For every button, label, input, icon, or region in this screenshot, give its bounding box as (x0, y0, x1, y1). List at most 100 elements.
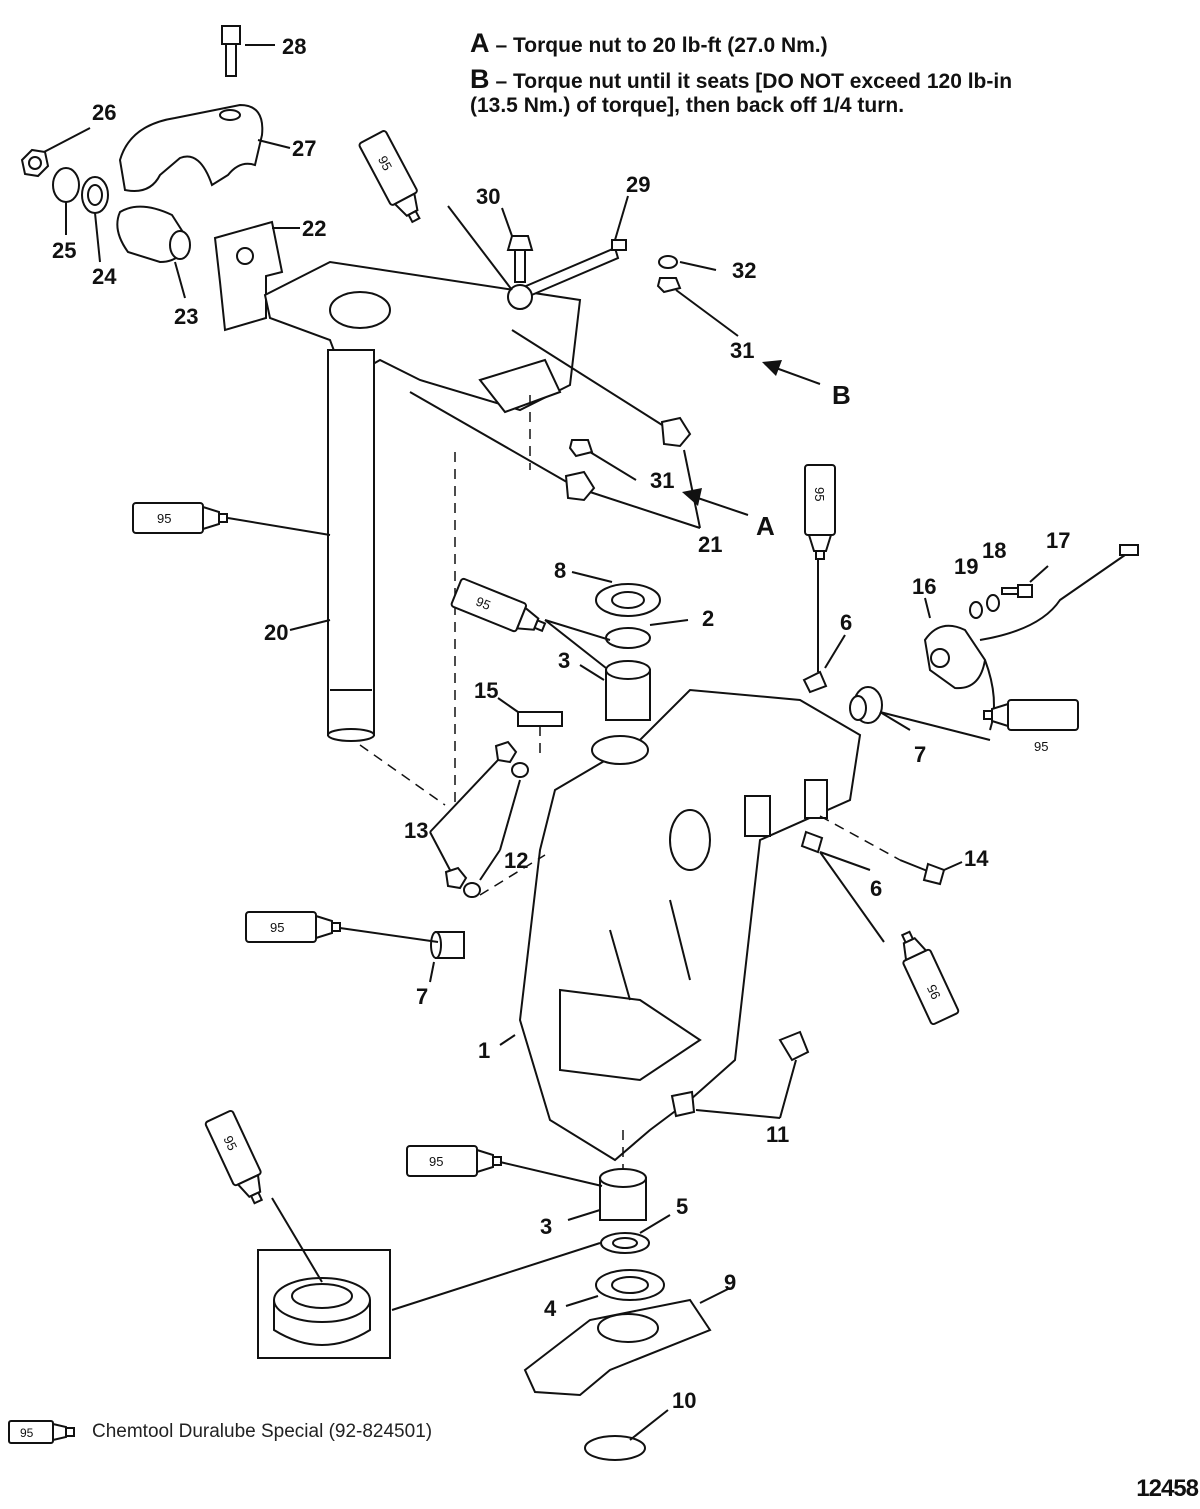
ref-b: B (832, 380, 851, 410)
part-14-bolt (819, 815, 963, 886)
figure-number: 12458 (1136, 1475, 1199, 1502)
part-15-key (497, 697, 563, 760)
callout-22: 22 (302, 216, 326, 241)
callout-7-left: 7 (416, 984, 428, 1009)
callout-14: 14 (964, 846, 989, 871)
note-b-line2: (13.5 Nm.) of torque], then back off 1/4… (470, 94, 905, 117)
part-20-shaft (289, 349, 446, 806)
grease-tube-right (983, 699, 1079, 731)
svg-text:95: 95 (375, 153, 395, 173)
svg-text:95: 95 (270, 920, 284, 935)
callout-23: 23 (174, 304, 198, 329)
note-b-cont: (13.5 Nm.) of torque], then back off 1/4… (470, 94, 904, 118)
callout-4: 4 (544, 1296, 557, 1321)
callout-29: 29 (626, 172, 650, 197)
part-24-washer (81, 176, 109, 263)
seal-detail-inset (257, 1242, 601, 1359)
grease-tube-bushing: 95 (449, 577, 551, 643)
callout-12: 12 (504, 848, 528, 873)
part-3-bushing-bottom (567, 1130, 647, 1221)
leader-tube-top (447, 205, 513, 291)
grease-tube-shaft: 95 (132, 502, 228, 534)
callout-16: 16 (912, 574, 936, 599)
svg-text:95: 95 (157, 511, 171, 526)
tube-right-label: 95 (1034, 739, 1048, 754)
note-b-line1: – Torque nut until it seats [DO NOT exce… (495, 70, 1013, 93)
leader-tube-shaft (227, 517, 331, 536)
svg-text:95: 95 (429, 1154, 443, 1169)
callout-2: 2 (702, 606, 714, 631)
svg-text:95: 95 (474, 594, 493, 613)
grease-tube-inset: 95 (203, 1109, 273, 1209)
callout-10: 10 (672, 1388, 696, 1413)
part-19-washer (969, 601, 983, 619)
callout-21: 21 (698, 532, 722, 557)
callout-28: 28 (282, 34, 306, 59)
part-17-screw (1001, 565, 1049, 598)
note-a-text: – Torque nut to 20 lb-ft (27.0 Nm.) (495, 34, 828, 57)
callout-18: 18 (982, 538, 1006, 563)
callout-26: 26 (92, 100, 116, 125)
part-21-bolts (409, 329, 701, 805)
part-7-bushing-left (429, 931, 465, 983)
callout-27: 27 (292, 136, 316, 161)
callout-30: 30 (476, 184, 500, 209)
leader-tube-bottom (499, 1161, 603, 1187)
leader-tube-left (339, 927, 439, 943)
callout-9: 9 (724, 1270, 736, 1295)
part-23-mount (116, 205, 191, 299)
svg-text:95: 95 (924, 982, 944, 1001)
note-b: B– Torque nut until it seats [DO NOT exc… (470, 64, 1012, 95)
leader-tube-bushing-2 (544, 619, 607, 669)
leader-tube-inset (271, 1197, 323, 1283)
callout-32: 32 (732, 258, 756, 283)
part-30-bolt (501, 207, 534, 283)
part-9-arm (523, 1287, 731, 1397)
grease-tube-bottom: 95 (406, 1145, 502, 1177)
part-7-bushing-right (849, 686, 991, 741)
part-31-nut-a (568, 439, 749, 516)
grease-tube-side: 95 (891, 926, 961, 1026)
callout-8: 8 (554, 558, 566, 583)
note-a-key: A (470, 28, 490, 58)
part-27-clamp (118, 103, 291, 192)
legend-tube-label: 95 (20, 1426, 34, 1440)
part-13-nuts (429, 740, 518, 890)
part-2-ring (605, 619, 689, 649)
part-16-switch (923, 544, 1139, 731)
svg-text:95: 95 (220, 1133, 240, 1152)
part-5-ring (600, 1214, 671, 1254)
callout-6-side: 6 (870, 876, 882, 901)
callout-3-top: 3 (558, 648, 570, 673)
legend-text: Chemtool Duralube Special (92-824501) (92, 1421, 433, 1442)
part-31-nut-b (656, 277, 821, 385)
part-6-fitting-top (802, 560, 846, 694)
callout-11: 11 (766, 1122, 789, 1147)
callout-25: 25 (52, 238, 76, 263)
callout-20: 20 (264, 620, 288, 645)
callout-19: 19 (954, 554, 978, 579)
part-32-washer (658, 255, 717, 271)
part-4-seal (565, 1269, 665, 1307)
legend-tube-icon: 95 (8, 1420, 75, 1444)
callout-15: 15 (474, 678, 498, 703)
callout-31-b: 31 (730, 338, 754, 363)
callout-5: 5 (676, 1194, 688, 1219)
part-25-washer (52, 167, 80, 235)
grease-tube-fitting: 95 (804, 464, 836, 560)
note-b-key: B (470, 64, 490, 94)
part-10-ring (584, 1409, 669, 1461)
grease-tube-left: 95 (245, 911, 341, 943)
leader-tube-bushing (544, 619, 611, 641)
callout-24: 24 (92, 264, 117, 289)
part-11-screws (670, 1030, 810, 1119)
legend: 95 Chemtool Duralube Special (92-824501) (8, 1417, 432, 1447)
callout-3-bottom: 3 (540, 1214, 552, 1239)
part-26-nut (20, 127, 91, 178)
part-12-washers (463, 762, 546, 898)
part-3-bushing-top (579, 660, 651, 721)
svg-text:95: 95 (812, 487, 827, 501)
callout-7-right: 7 (914, 742, 926, 767)
part-6-fitting-side (800, 830, 885, 943)
callout-17: 17 (1046, 528, 1070, 553)
